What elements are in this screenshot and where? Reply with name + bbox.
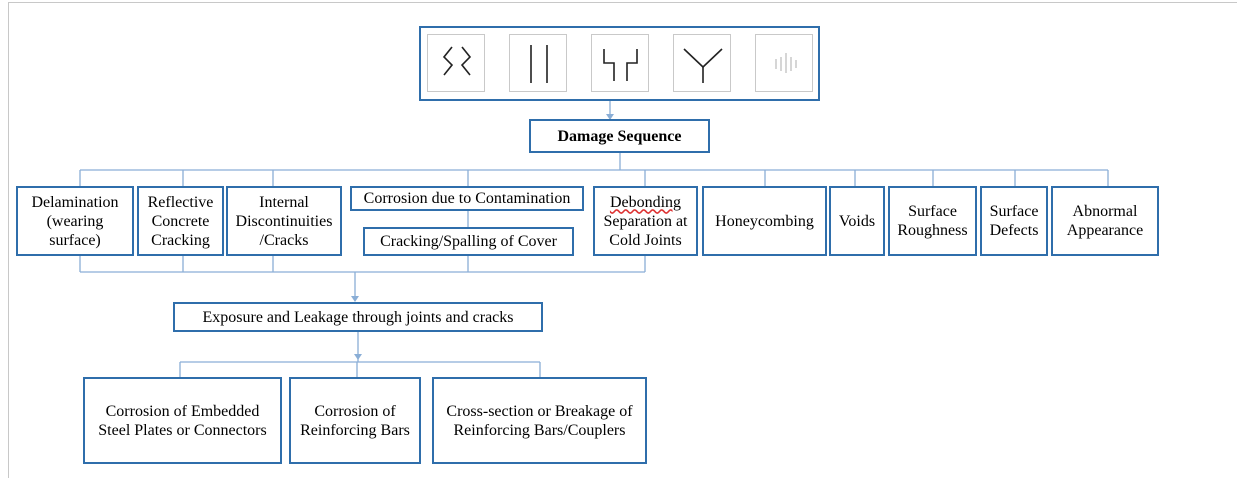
cross-section-breakage-node: Cross-section or Breakage of Reinforcing… <box>432 377 647 464</box>
delamination-node: Delamination (wearing surface) <box>16 186 134 256</box>
cracking-spalling-node: Cracking/Spalling of Cover <box>363 227 574 256</box>
internal-discontinuities-node: Internal Discontinuities /Cracks <box>226 186 342 256</box>
branching-crack-icon <box>673 34 731 92</box>
crack-shapes-icon <box>427 34 485 92</box>
exposure-leakage-node: Exposure and Leakage through joints and … <box>173 302 543 332</box>
surface-defects-node: Surface Defects <box>980 186 1048 256</box>
figure-frame <box>8 2 1237 478</box>
voids-node: Voids <box>829 186 885 256</box>
parallel-lines-icon <box>509 34 567 92</box>
debonding-node: Debonding Separation at Cold Joints <box>593 186 698 256</box>
corrosion-reinforcing-bars-node: Corrosion of Reinforcing Bars <box>289 377 421 464</box>
damage-sequence-label: Damage Sequence <box>557 127 682 145</box>
reflective-cracking-node: Reflective Concrete Cracking <box>137 186 224 256</box>
abnormal-appearance-node: Abnormal Appearance <box>1051 186 1159 256</box>
honeycombing-node: Honeycombing <box>702 186 827 256</box>
corrosion-contamination-node: Corrosion due to Contamination <box>350 186 584 211</box>
damage-sequence-node: Damage Sequence <box>529 119 710 153</box>
surface-roughness-node: Surface Roughness <box>888 186 977 256</box>
faint-lines-icon <box>755 34 813 92</box>
corrosion-embedded-plates-node: Corrosion of Embedded Steel Plates or Co… <box>83 377 282 464</box>
stepped-crack-icon <box>591 34 649 92</box>
